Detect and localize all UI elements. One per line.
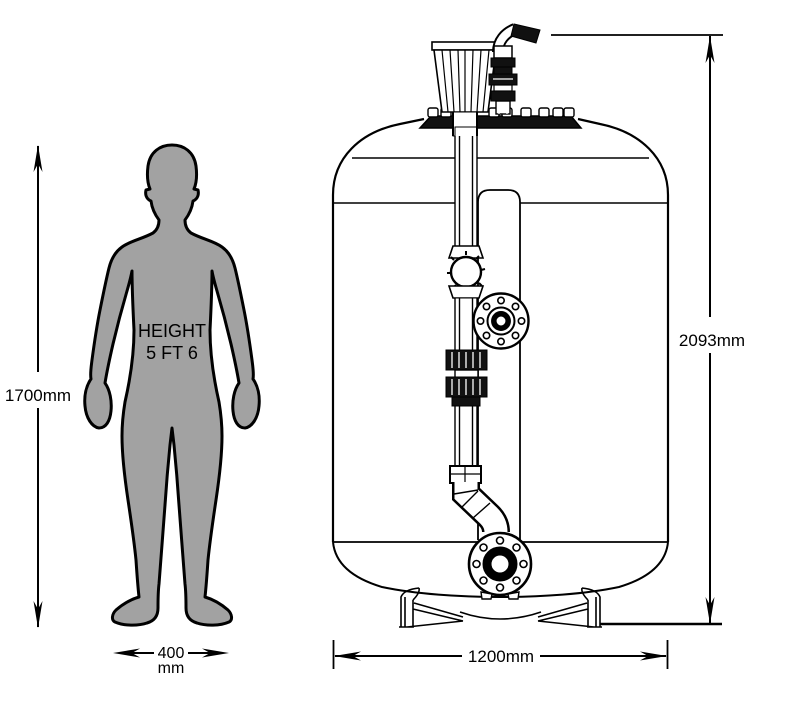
arrow-left-icon xyxy=(113,648,140,658)
dimension-tank-width: 1200mm xyxy=(332,640,669,669)
pipe-elbow xyxy=(452,482,510,533)
valve-nozzle-tip xyxy=(510,23,541,44)
arrow-up-icon xyxy=(33,145,43,172)
tank-height-dimension-label: 2093mm xyxy=(679,331,745,350)
person-silhouette xyxy=(83,143,261,627)
tank-bottom-dish xyxy=(332,541,669,599)
tank-drawing xyxy=(331,23,722,628)
union-nut xyxy=(449,255,483,289)
arrow-right-icon xyxy=(640,651,667,661)
person-figure: HEIGHT 5 FT 6 xyxy=(83,143,261,627)
dimension-person-height: 1700mm xyxy=(5,145,71,628)
arrow-up-icon xyxy=(705,36,715,63)
tank-leg-right xyxy=(537,587,602,628)
tank-vent-cone xyxy=(431,41,499,113)
person-width-dimension-value: 400 xyxy=(158,645,185,662)
arrow-down-icon xyxy=(33,601,43,628)
bottom-flange xyxy=(467,531,533,600)
dimension-tank-height: 2093mm xyxy=(551,34,745,624)
arrow-left-icon xyxy=(334,651,361,661)
person-height-label-line1: HEIGHT xyxy=(138,321,206,341)
tank-width-dimension-label: 1200mm xyxy=(468,647,534,666)
arrow-down-icon xyxy=(705,597,715,624)
side-flange xyxy=(472,292,530,350)
person-height-dimension-label: 1700mm xyxy=(5,386,71,405)
person-height-label-line2: 5 FT 6 xyxy=(146,343,198,363)
tank-shell xyxy=(331,117,670,542)
arrow-right-icon xyxy=(202,648,229,658)
person-width-dimension-unit: mm xyxy=(158,660,185,677)
dimension-person-width: 400 mm xyxy=(113,645,229,677)
ball-valve xyxy=(445,349,488,398)
tank-top-valve xyxy=(488,23,541,115)
tank-leg-left xyxy=(399,587,464,628)
tank-standpipe xyxy=(477,189,521,540)
tank-bottom-dish-lower xyxy=(459,611,542,620)
